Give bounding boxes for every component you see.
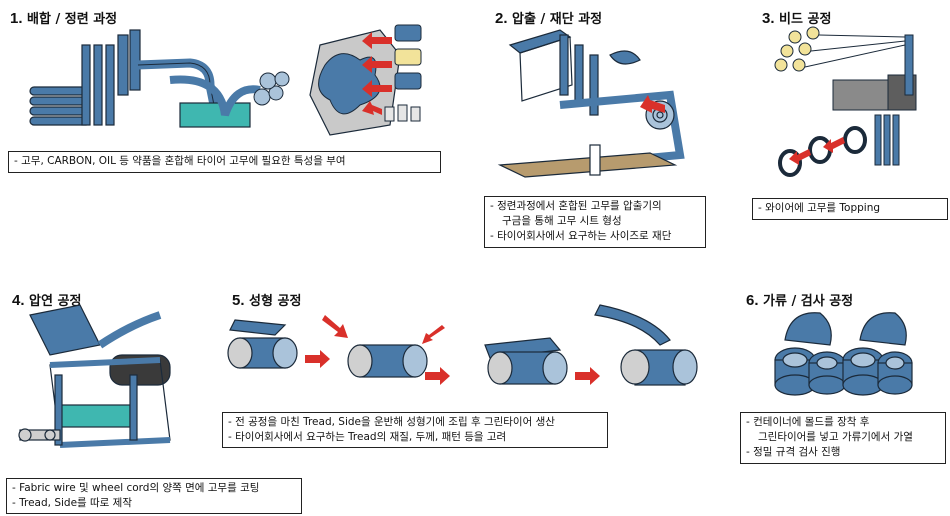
- step-2-number: 2.: [495, 10, 508, 27]
- step-1-desc-line: - 고무, CARBON, OIL 등 약품을 혼합해 타이어 고무에 필요한 …: [14, 155, 346, 167]
- step-3-number: 3.: [762, 10, 775, 27]
- step-1-illustration: [29, 24, 422, 136]
- step-3-illustration: [774, 26, 917, 177]
- step-3-label: 비드 공정: [779, 12, 832, 27]
- step-6-title: 6. 가류 / 검사 공정: [746, 290, 853, 309]
- step-2-desc-line: 구금을 통해 고무 시트 형성: [502, 215, 622, 227]
- step-2-title: 2. 압출 / 재단 과정: [495, 8, 602, 27]
- step-6-illustration: [774, 312, 913, 396]
- step-5-label: 성형 공정: [249, 294, 302, 309]
- step-6-desc-line: - 컨테이너에 몰드를 장착 후: [746, 416, 870, 428]
- step-4-illustration: [18, 304, 171, 448]
- step-2-desc-line: - 정련과정에서 혼합된 고무를 압출기의: [490, 200, 662, 212]
- step-6-number: 6.: [746, 292, 759, 309]
- step-2-description: - 정련과정에서 혼합된 고무를 압출기의 구금을 통해 고무 시트 형성 - …: [484, 196, 706, 248]
- step-2-illustration: [497, 29, 685, 178]
- step-3-description: - 와이어에 고무를 Topping: [752, 198, 948, 220]
- step-2-label: 압출 / 재단 과정: [512, 12, 603, 27]
- step-5-desc-line: - 전 공정을 마친 Tread, Side을 운반해 성형기에 조립 후 그린…: [228, 416, 555, 428]
- step-6-desc-line: 그린타이어를 넣고 가류기에서 가열: [758, 431, 913, 443]
- step-6-description: - 컨테이너에 몰드를 장착 후 그린타이어를 넣고 가류기에서 가열 - 정밀…: [740, 412, 946, 464]
- step-2-desc-line: - 타이어회사에서 요구하는 사이즈로 재단: [490, 230, 672, 242]
- step-4-desc-line: - Tread, Side를 따로 제작: [12, 497, 133, 509]
- step-1-number: 1.: [10, 10, 23, 27]
- step-3-title: 3. 비드 공정: [762, 8, 831, 27]
- step-5-illustration: [227, 304, 698, 386]
- step-6-desc-line: - 정밀 규격 검사 진행: [746, 446, 841, 458]
- step-6-label: 가류 / 검사 공정: [763, 294, 854, 309]
- step-5-number: 5.: [232, 292, 245, 309]
- step-5-description: - 전 공정을 마친 Tread, Side을 운반해 성형기에 조립 후 그린…: [222, 412, 608, 448]
- step-4-number: 4.: [12, 292, 25, 309]
- step-1-description: - 고무, CARBON, OIL 등 약품을 혼합해 타이어 고무에 필요한 …: [8, 151, 441, 173]
- step-4-desc-line: - Fabric wire 및 wheel cord의 양쪽 면에 고무를 코팅: [12, 482, 260, 494]
- step-4-title: 4. 압연 공정: [12, 290, 81, 309]
- step-5-desc-line: - 타이어회사에서 요구하는 Tread의 재질, 두께, 패턴 등을 고려: [228, 431, 507, 443]
- step-1-title: 1. 배합 / 정련 과정: [10, 8, 117, 27]
- step-3-desc-line: - 와이어에 고무를 Topping: [758, 202, 881, 214]
- step-4-description: - Fabric wire 및 wheel cord의 양쪽 면에 고무를 코팅…: [6, 478, 302, 514]
- step-5-title: 5. 성형 공정: [232, 290, 301, 309]
- step-4-label: 압연 공정: [29, 294, 82, 309]
- step-1-label: 배합 / 정련 과정: [27, 12, 118, 27]
